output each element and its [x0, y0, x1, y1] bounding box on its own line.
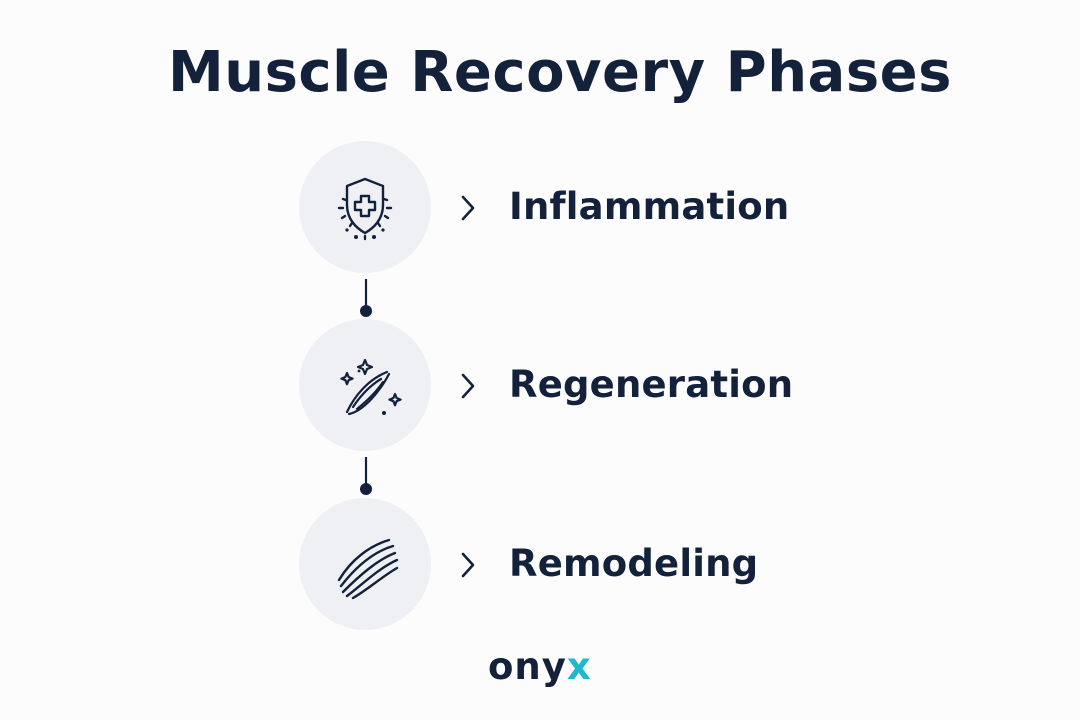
phase-label: Remodeling [509, 542, 759, 585]
phase-label: Inflammation [509, 185, 790, 228]
page-title: Muscle Recovery Phases [167, 40, 952, 105]
chevron-right-icon [461, 373, 475, 399]
chevron-right-icon [461, 195, 475, 221]
phase-connector [360, 279, 372, 317]
phase-icon-circle [299, 319, 431, 451]
phase-remodeling: Remodeling [299, 498, 899, 630]
phase-label: Regeneration [509, 363, 794, 406]
brand-logo: onyx [488, 645, 592, 688]
muscle-fiber-icon [337, 538, 399, 600]
brand-accent-letter: x [566, 645, 592, 688]
phase-connector [360, 457, 372, 495]
phase-inflammation: Inflammation [299, 141, 899, 273]
phase-icon-circle [299, 141, 431, 273]
brand-text: ony [488, 645, 567, 688]
chevron-right-icon [461, 552, 475, 578]
phase-regeneration: Regeneration [299, 319, 899, 451]
shield-cross-icon [337, 177, 393, 241]
muscle-fiber-sparkle-icon [340, 358, 402, 416]
phase-icon-circle [299, 498, 431, 630]
